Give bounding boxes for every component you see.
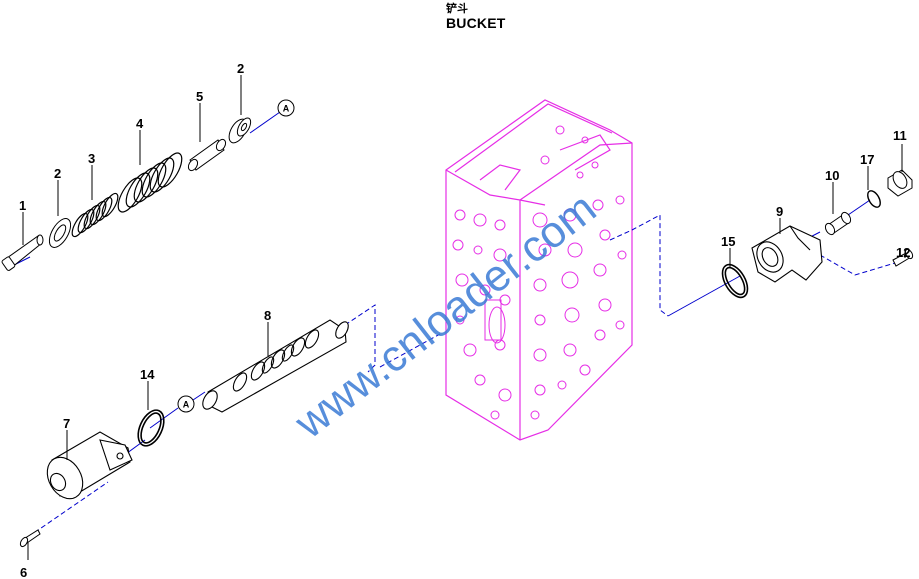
callout-7: 7 [63, 416, 70, 431]
callout-14: 14 [140, 367, 155, 382]
callout-15: 15 [721, 234, 735, 249]
ref-a-bottom: A [177, 395, 195, 413]
callout-1: 1 [19, 198, 26, 213]
part-2-spring-seat-upper [228, 117, 252, 144]
part-11-plug [887, 169, 913, 197]
callout-labels: 1 2 3 4 5 2 6 7 8 9 10 11 12 14 15 17 [19, 61, 910, 579]
part-12-screw [892, 248, 914, 267]
callout-10: 10 [825, 168, 839, 183]
callout-3: 3 [88, 151, 95, 166]
callout-9: 9 [776, 204, 783, 219]
callout-8: 8 [264, 308, 271, 323]
part-15-o-ring [721, 263, 749, 299]
callout-17: 17 [860, 152, 874, 167]
part-9-cover [751, 225, 823, 283]
valve-body [445, 99, 633, 441]
part-5-spacer [187, 138, 227, 172]
title-chinese: 铲斗 [446, 2, 468, 15]
part-14-o-ring [137, 409, 165, 447]
watermark: www.cnloader.com [285, 183, 605, 448]
part-6-screw [19, 529, 41, 548]
part-1-bolt [1, 234, 44, 271]
callout-2-lower: 2 [54, 166, 61, 181]
callout-12: 12 [896, 245, 910, 260]
part-17-o-ring [867, 190, 881, 208]
svg-text:A: A [283, 104, 290, 114]
part-10-plug [824, 211, 852, 236]
svg-text:A: A [183, 400, 190, 410]
part-3-inner-spring [71, 192, 119, 238]
callout-leaders [22, 75, 906, 560]
callout-11: 11 [893, 128, 907, 143]
part-2-spring-seat [48, 218, 72, 248]
part-7-cap [46, 431, 133, 500]
callout-6: 6 [20, 565, 27, 579]
part-8-spool [202, 319, 349, 413]
callout-4: 4 [136, 116, 144, 131]
ref-a-top: A [277, 99, 295, 117]
callout-5: 5 [196, 89, 203, 104]
title-english: BUCKET [446, 15, 506, 31]
callout-2-upper: 2 [237, 61, 244, 76]
part-4-outer-spring [117, 152, 183, 213]
